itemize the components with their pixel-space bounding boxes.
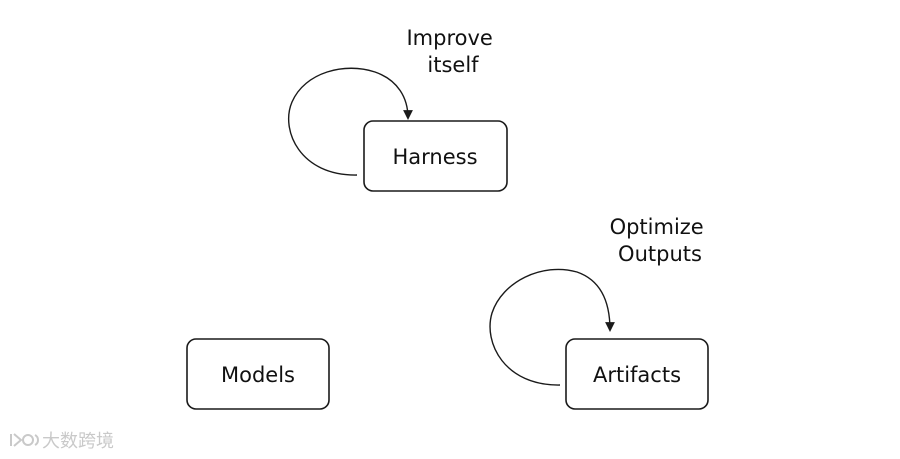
artifacts-node[interactable]: Artifacts <box>565 338 709 410</box>
harness-loop-arrow <box>287 67 413 176</box>
artifacts-node-label: Artifacts <box>593 363 681 387</box>
models-node-label: Models <box>221 363 295 387</box>
harness-loop-label: Improve itself <box>406 26 499 77</box>
watermark: 大数跨境 <box>8 427 114 453</box>
artifacts-loop-label: Optimize Outputs <box>610 215 711 266</box>
watermark-text: 大数跨境 <box>42 431 114 452</box>
harness-node[interactable]: Harness <box>363 120 508 192</box>
models-node[interactable]: Models <box>186 338 330 410</box>
artifacts-loop-arrow <box>489 268 615 386</box>
watermark-logo-icon <box>10 433 39 447</box>
harness-node-label: Harness <box>392 145 477 169</box>
